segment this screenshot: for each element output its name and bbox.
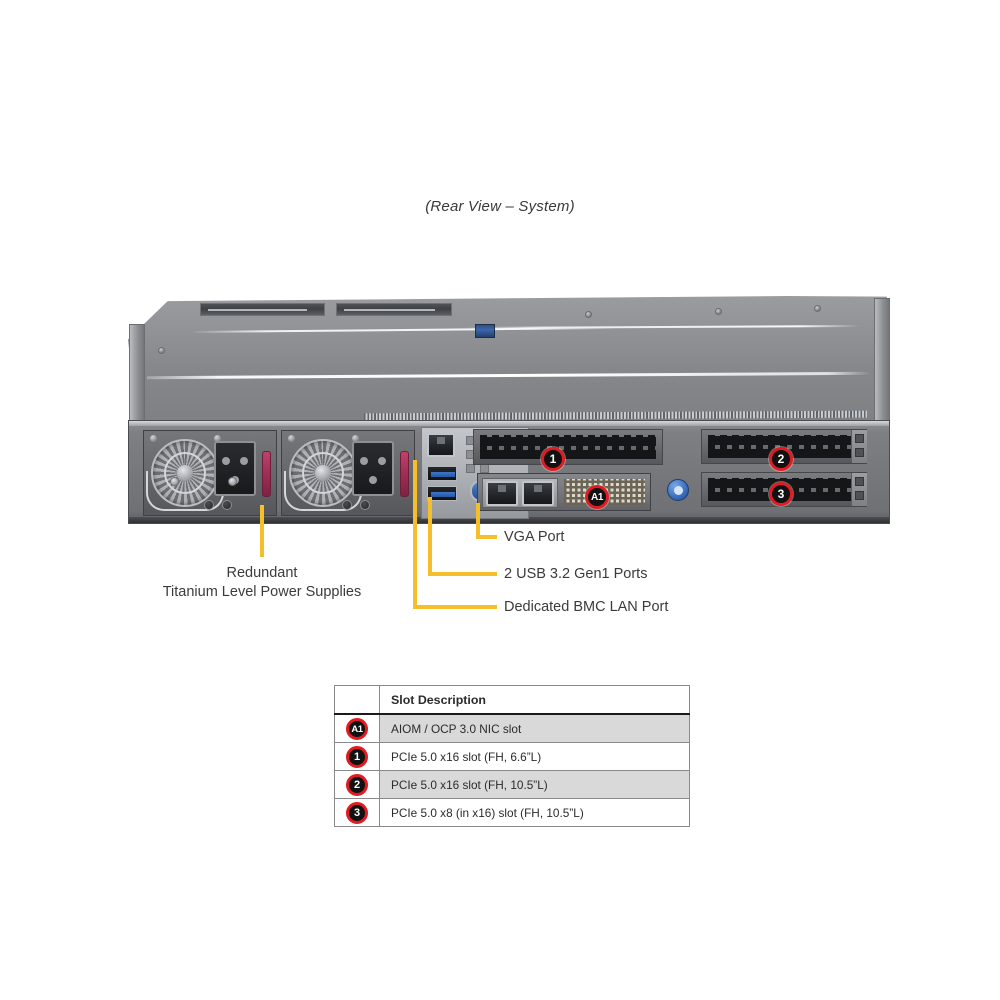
psu-ac-inlet (214, 441, 256, 496)
table-row: 3 PCIe 5.0 x8 (in x16) slot (FH, 10.5”L) (334, 798, 690, 827)
rail-hole (855, 477, 864, 486)
table-cell-description: PCIe 5.0 x16 slot (FH, 10.5”L) (379, 770, 690, 799)
table-cell-badge: 2 (334, 770, 380, 799)
psu-inlet-pin (360, 457, 368, 465)
slot-retention-rail (851, 473, 867, 506)
cover-screw (585, 311, 593, 319)
pcie-slot-cover-1 (473, 429, 663, 465)
table-cell-description: AIOM / OCP 3.0 NIC slot (379, 713, 690, 743)
cover-screw (158, 347, 166, 355)
psu-inlet-pin (378, 457, 386, 465)
slot-retention-rail (851, 430, 867, 463)
psu-inlet-pin (240, 457, 248, 465)
photo-badge-slot-a1: A1 (585, 485, 609, 509)
chassis-top-cover (128, 296, 890, 424)
cover-highlight-line (147, 371, 871, 379)
callout-psu-line-1: Redundant (226, 565, 298, 581)
io-panel-vent (466, 464, 475, 473)
table-badge-3: 3 (346, 801, 368, 824)
psu-fan-hub (177, 465, 193, 481)
psu-inlet-pin (369, 476, 377, 484)
psu-fan-ring (164, 452, 206, 494)
psu-screw (214, 435, 221, 442)
bay-top-rail (129, 421, 889, 426)
rear-io-bay (128, 420, 890, 524)
cover-screw (813, 304, 821, 312)
table-cell-badge: 1 (334, 742, 380, 771)
rail-hole (855, 491, 864, 500)
rail-hole (855, 434, 864, 443)
psu-release-latch (262, 451, 271, 497)
table-header-description: Slot Description (379, 685, 690, 715)
page-title: (Rear View – System) (425, 198, 575, 215)
table-cell-badge: 3 (334, 798, 380, 827)
usb-3-port-top (427, 466, 457, 481)
table-row: 2 PCIe 5.0 x16 slot (FH, 10.5”L) (334, 770, 690, 799)
riser-thumbscrew-latch (667, 479, 689, 501)
callout-vga-port: VGA Port (504, 529, 565, 545)
chassis-label-sticker (199, 303, 326, 317)
psu-release-latch (400, 451, 409, 497)
psu-inlet-pin (222, 457, 230, 465)
rack-mount-ear-left (129, 324, 145, 422)
chassis-cover-badge (474, 324, 495, 339)
psu-status-led (360, 500, 370, 510)
slot-vent-grid (480, 435, 656, 459)
usb-3-port-bottom (427, 486, 457, 501)
slot-description-table: Slot Description A1 AIOM / OCP 3.0 NIC s… (334, 685, 690, 827)
psu-screw (150, 435, 157, 442)
io-panel-vent (480, 464, 489, 473)
table-badge-1: 1 (346, 745, 368, 768)
aiom-ocp-nic-module (477, 473, 651, 511)
table-cell-description: PCIe 5.0 x16 slot (FH, 6.6”L) (379, 742, 690, 771)
server-rear-photo: 1 A1 2 3 (128, 296, 890, 524)
power-supply-module-2 (281, 430, 415, 516)
aiom-lan-port-2 (522, 481, 554, 506)
table-header-row: Slot Description (334, 685, 690, 715)
aiom-dual-lan-block (482, 478, 558, 508)
table-badge-2: 2 (346, 773, 368, 796)
cover-screw (714, 307, 722, 315)
callout-usb-ports: 2 USB 3.2 Gen1 Ports (504, 566, 648, 582)
sticker-stripe (343, 308, 435, 311)
rail-hole (855, 448, 864, 457)
rack-mount-ear-right (874, 298, 890, 422)
chassis-label-sticker (336, 303, 452, 317)
power-supply-module-1 (143, 430, 277, 516)
psu-status-led (204, 500, 214, 510)
photo-badge-slot-1: 1 (541, 447, 565, 471)
psu-screw (352, 435, 359, 442)
table-cell-description: PCIe 5.0 x8 (in x16) slot (FH, 10.5”L) (379, 798, 690, 827)
psu-ac-inlet (352, 441, 394, 496)
table-cell-badge: A1 (334, 713, 380, 743)
cover-highlight-line (463, 325, 860, 330)
photo-badge-slot-3: 3 (769, 482, 793, 506)
table-row: 1 PCIe 5.0 x16 slot (FH, 6.6”L) (334, 742, 690, 771)
photo-badge-slot-2: 2 (769, 447, 793, 471)
callout-bmc-lan-port: Dedicated BMC LAN Port (504, 599, 669, 615)
psu-status-led (342, 500, 352, 510)
vga-screw-left (170, 477, 179, 486)
table-header-badge (334, 685, 380, 715)
table-row: A1 AIOM / OCP 3.0 NIC slot (334, 713, 690, 743)
aiom-lan-port-1 (486, 481, 518, 506)
pcie-slot-cover-2 (701, 429, 867, 464)
callout-psu-line-2: Titanium Level Power Supplies (162, 584, 362, 600)
psu-screw (288, 435, 295, 442)
psu-status-led (222, 500, 232, 510)
psu-fan-ring (302, 452, 344, 494)
slot-vent-grid (708, 435, 860, 458)
bmc-lan-port (427, 433, 455, 457)
sticker-stripe (208, 308, 308, 311)
psu-fan-hub (315, 465, 331, 481)
callout-power-supplies: Redundant Titanium Level Power Supplies (60, 564, 464, 602)
vga-screw-right (228, 477, 237, 486)
bay-bottom-rail (129, 517, 889, 523)
table-badge-a1: A1 (346, 717, 368, 740)
